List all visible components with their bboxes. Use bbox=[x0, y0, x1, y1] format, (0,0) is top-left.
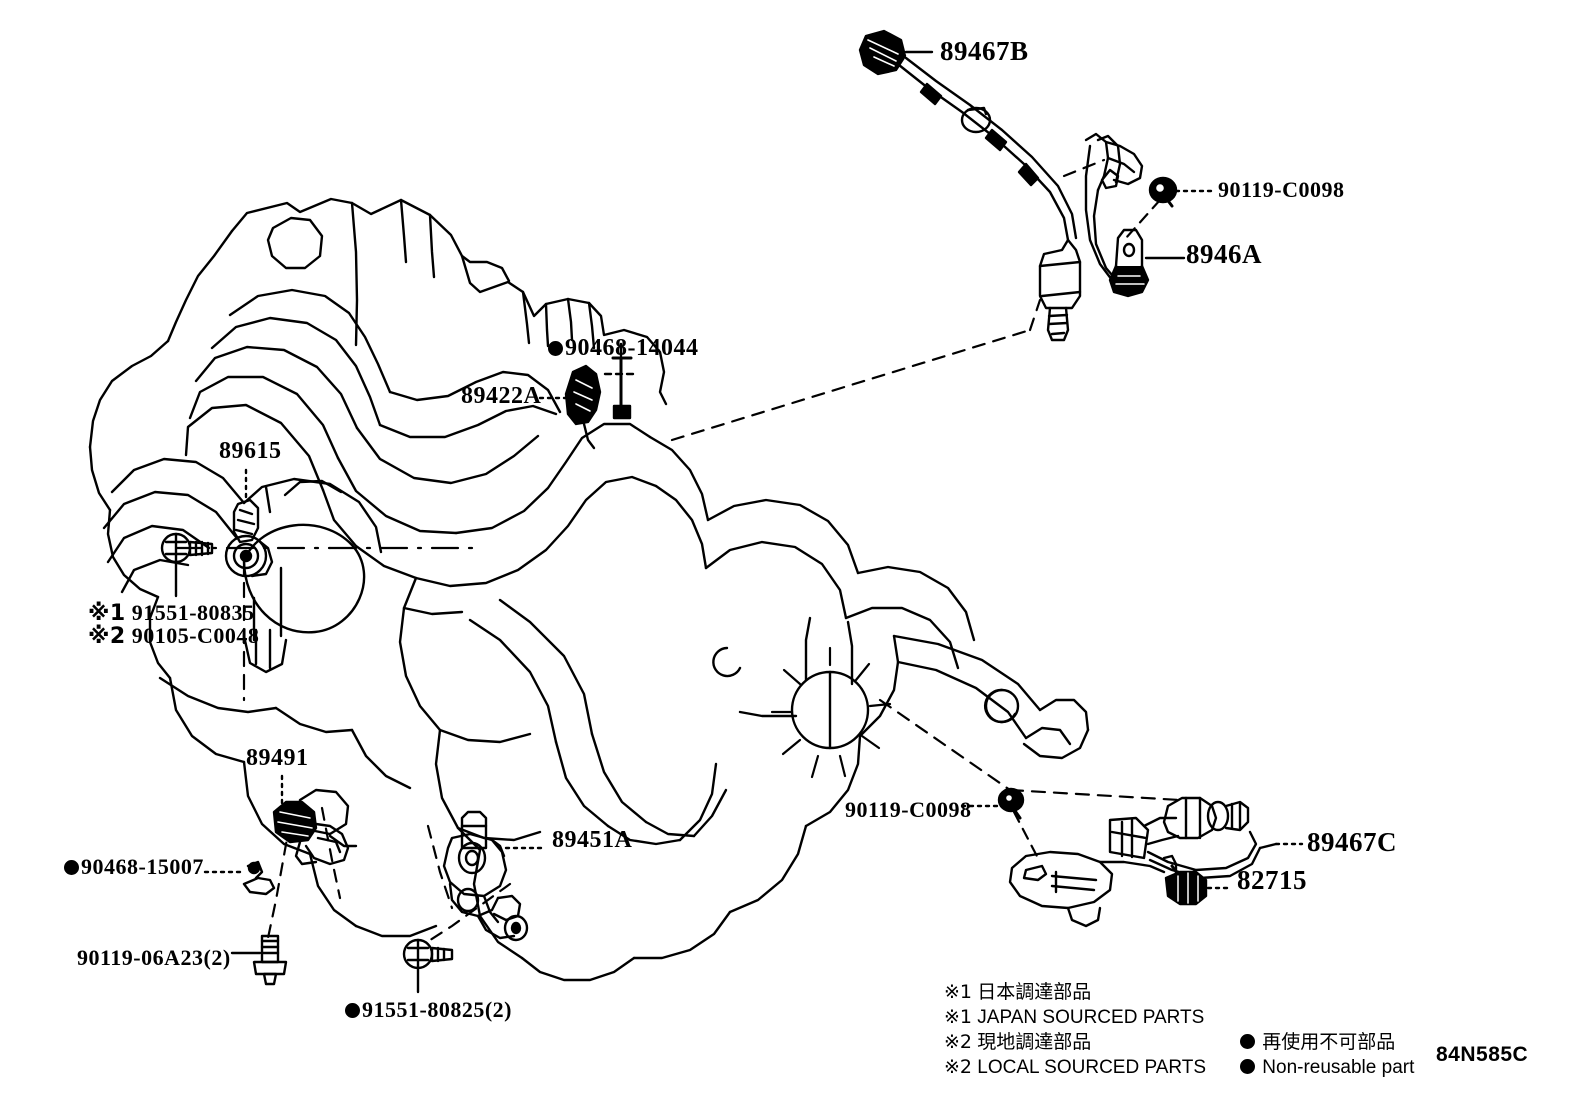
legend-note-text: 日本調達部品 bbox=[977, 981, 1092, 1003]
star1-mark: ※1 bbox=[88, 601, 126, 626]
star2-mark: ※2 bbox=[88, 624, 126, 649]
part-90119-c0098-upper bbox=[1148, 176, 1178, 208]
callout-89467c-text: 89467C bbox=[1307, 827, 1397, 857]
callout-90119-c0098-lower-text: 90119-C0098 bbox=[845, 797, 972, 822]
callout-82715-text: 82715 bbox=[1237, 865, 1307, 895]
callout-89615-text: 89615 bbox=[219, 438, 282, 464]
callout-90468-15007: 90468-15007 bbox=[64, 855, 204, 878]
legend-symbol-text: 再使用不可部品 bbox=[1262, 1031, 1396, 1053]
callout-89451a: 89451A bbox=[552, 827, 633, 853]
callout-89615: 89615 bbox=[219, 438, 282, 464]
legend-note-mark: ※1 bbox=[944, 981, 973, 1003]
part-90119-06a23 bbox=[252, 934, 288, 986]
callout-91551-80825: 91551-80825(2) bbox=[345, 998, 512, 1021]
legend-note-text: 現地調達部品 bbox=[977, 1031, 1092, 1053]
part-89615 bbox=[224, 498, 274, 578]
legend-symbol-notes: 再使用不可部品 Non-reusable part bbox=[1240, 980, 1414, 1080]
callout-89451a-text: 89451A bbox=[552, 827, 633, 853]
non-reusable-bullet-icon bbox=[1240, 1059, 1255, 1074]
callout-90119-06a23-text: 90119-06A23(2) bbox=[77, 945, 231, 970]
part-8946a bbox=[1084, 132, 1150, 298]
callout-89467b-text: 89467B bbox=[940, 36, 1029, 66]
legend-note-text: JAPAN SOURCED PARTS bbox=[977, 1007, 1205, 1028]
part-90119-c0098-lower bbox=[997, 787, 1025, 820]
callout-90468-14044: 90468-14044 bbox=[548, 335, 699, 361]
legend-sourcing-notes: ※1 日本調達部品 ※1 JAPAN SOURCED PARTS ※2 現地調達… bbox=[944, 980, 1206, 1080]
callout-90119-c0098-upper: 90119-C0098 bbox=[1218, 178, 1345, 201]
callout-90119-c0098-lower: 90119-C0098 bbox=[845, 798, 972, 821]
callout-8946a: 8946A bbox=[1186, 240, 1262, 268]
callout-89422a: 89422A bbox=[461, 383, 542, 409]
callout-90119-c0098-upper-text: 90119-C0098 bbox=[1218, 177, 1345, 202]
part-82715 bbox=[1008, 850, 1208, 928]
callout-91551-80835-text: 91551-80835 bbox=[131, 600, 255, 625]
legend-note-mark: ※1 bbox=[944, 1006, 973, 1028]
callout-91551-80825-text: 91551-80825(2) bbox=[362, 997, 512, 1022]
legend-note-row: ※2 LOCAL SOURCED PARTS bbox=[944, 1055, 1206, 1080]
callout-91551-80835: ※1 91551-80835 bbox=[88, 601, 255, 625]
legend-spacer bbox=[1240, 980, 1414, 1030]
diagram-code-text: 84N585C bbox=[1436, 1043, 1529, 1066]
part-91551-80835 bbox=[160, 532, 214, 564]
part-89467b bbox=[858, 29, 1082, 342]
non-reusable-bullet-icon bbox=[1240, 1034, 1255, 1049]
legend-note-row: ※1 JAPAN SOURCED PARTS bbox=[944, 1005, 1206, 1030]
part-91551-80825 bbox=[402, 938, 454, 970]
legend-note-mark: ※2 bbox=[944, 1056, 973, 1078]
legend-note-text: LOCAL SOURCED PARTS bbox=[977, 1057, 1207, 1078]
non-reusable-bullet-icon bbox=[345, 1003, 360, 1018]
diagram-code: 84N585C bbox=[1436, 1043, 1528, 1067]
callout-90468-14044-text: 90468-14044 bbox=[565, 335, 699, 361]
callout-8946a-text: 8946A bbox=[1186, 239, 1262, 269]
non-reusable-bullet-icon bbox=[64, 860, 79, 875]
legend-symbol-text: Non-reusable part bbox=[1262, 1057, 1415, 1078]
part-89491 bbox=[272, 800, 350, 866]
part-90468-14044 bbox=[603, 356, 637, 420]
legend-symbol-row: 再使用不可部品 bbox=[1240, 1030, 1414, 1055]
legend-note-row: ※2 現地調達部品 bbox=[944, 1030, 1206, 1055]
legend-note-row: ※1 日本調達部品 bbox=[944, 980, 1206, 1005]
part-89422a bbox=[564, 364, 602, 450]
callout-90105-c0048: ※2 90105-C0048 bbox=[88, 624, 259, 648]
callout-82715: 82715 bbox=[1237, 866, 1307, 894]
callout-90468-15007-text: 90468-15007 bbox=[81, 854, 204, 879]
callout-89467c: 89467C bbox=[1307, 828, 1397, 856]
part-90468-15007 bbox=[242, 860, 276, 896]
part-89451a bbox=[442, 810, 529, 942]
non-reusable-bullet-icon bbox=[548, 341, 563, 356]
legend-symbol-row: Non-reusable part bbox=[1240, 1055, 1414, 1080]
callout-90105-c0048-text: 90105-C0048 bbox=[131, 623, 260, 648]
callout-89467b: 89467B bbox=[940, 37, 1029, 65]
callout-89491-text: 89491 bbox=[246, 745, 309, 771]
callout-89491: 89491 bbox=[246, 745, 309, 771]
callout-90119-06a23: 90119-06A23(2) bbox=[77, 946, 231, 969]
legend-note-mark: ※2 bbox=[944, 1031, 973, 1053]
callout-89422a-text: 89422A bbox=[461, 383, 542, 409]
